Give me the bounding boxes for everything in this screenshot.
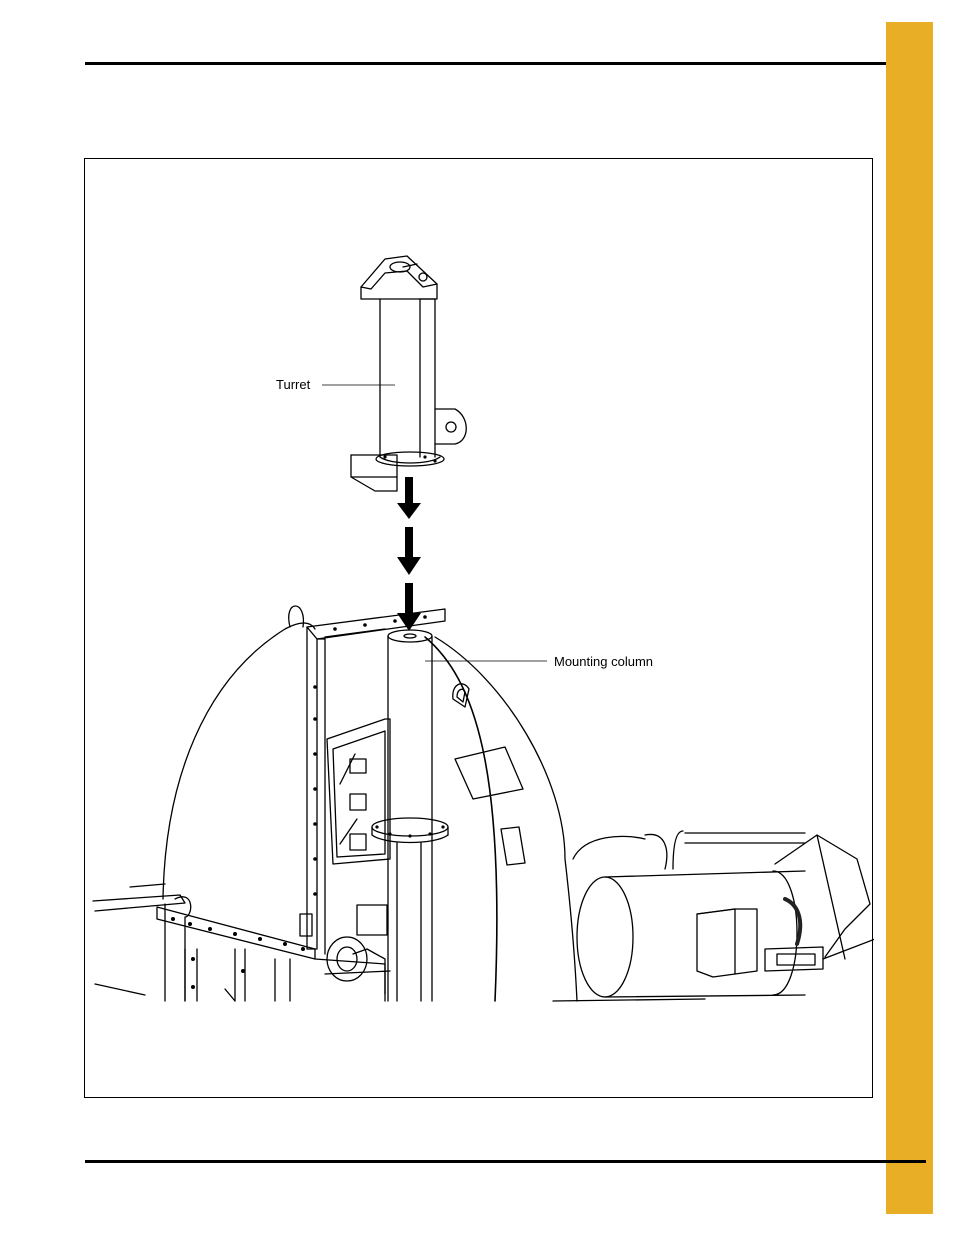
section-tab	[886, 22, 933, 1214]
turret-label: Turret	[276, 377, 310, 392]
down-arrow	[397, 477, 421, 519]
turret	[351, 256, 466, 491]
mounting-column-label: Mounting column	[554, 654, 653, 669]
header-rule	[85, 62, 926, 65]
figure-frame: Turret Mounting column	[84, 158, 873, 1098]
fan-housing	[163, 606, 577, 1001]
motor-assembly	[553, 831, 874, 1001]
assembly-illustration	[85, 159, 874, 1099]
mounting-column	[372, 630, 448, 1001]
down-arrow	[397, 583, 421, 631]
base-frame	[93, 884, 390, 1001]
down-arrow	[397, 527, 421, 575]
footer-rule	[85, 1160, 926, 1163]
